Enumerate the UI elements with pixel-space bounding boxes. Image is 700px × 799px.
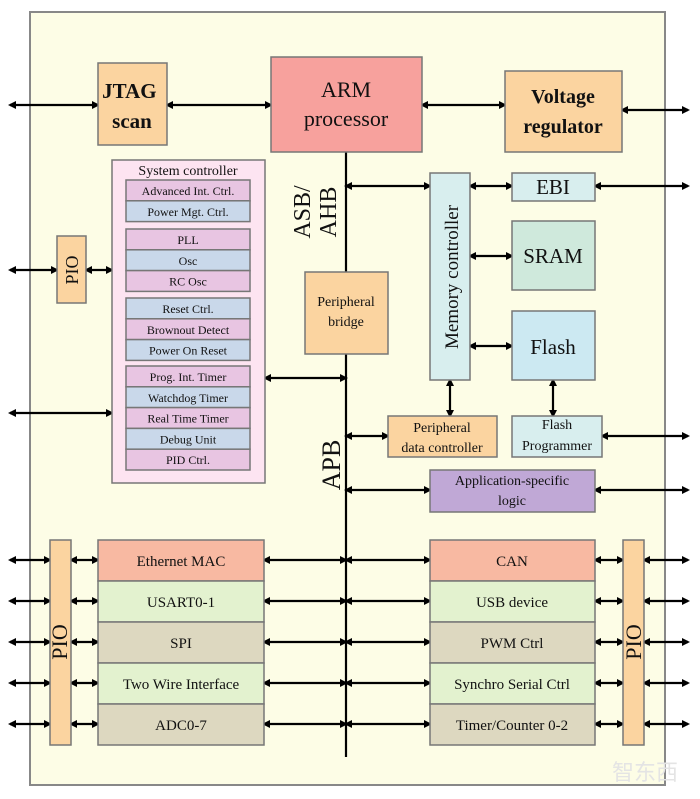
system-controller-item: Power On Reset [149, 344, 228, 358]
voltage-label-2: regulator [523, 116, 603, 138]
left-peripheral-box [97, 539, 265, 582]
left-peripheral-label: USART0-1 [147, 595, 215, 611]
system-controller-item: PLL [177, 233, 198, 247]
ebi-label: EBI [536, 175, 570, 199]
peripheral-bridge-box [304, 271, 389, 355]
right-peripheral-box [429, 621, 596, 664]
left-peripheral-label: Ethernet MAC [137, 554, 226, 570]
flash-programmer-box [511, 415, 603, 458]
system-controller-item: Reset Ctrl. [162, 302, 213, 316]
system-controller-item: Prog. Int. Timer [150, 370, 227, 384]
left-peripheral-label: Two Wire Interface [123, 677, 240, 693]
system-controller-item: Debug Unit [160, 432, 217, 446]
system-controller-item: RC Osc [169, 275, 207, 289]
asb-label: ASB/ [290, 185, 316, 239]
ahb-label: AHB [316, 187, 342, 238]
ebi-box [511, 172, 596, 202]
system-controller-item: Real Time Timer [147, 412, 228, 426]
memory-controller-box [429, 172, 471, 381]
right-peripheral-label: Synchro Serial Ctrl [454, 677, 570, 693]
pdc-label-2: data controller [401, 441, 483, 456]
right-peripheral-label: CAN [496, 554, 528, 570]
pio-right-box [622, 539, 645, 746]
peripheral-bridge-label-1: Peripheral [317, 295, 375, 310]
right-peripheral-box [429, 580, 596, 623]
jtag-box [97, 62, 168, 146]
system-controller-item: Osc [179, 254, 198, 268]
memory-controller-label: Memory controller [442, 204, 463, 349]
voltage-regulator-box [504, 70, 623, 153]
system-controller-item: PID Ctrl. [166, 453, 210, 467]
left-peripheral-label: ADC0-7 [155, 718, 207, 734]
system-controller-item-box [125, 200, 251, 223]
flash-box [511, 310, 596, 381]
right-peripheral-label: PWM Ctrl [481, 636, 544, 652]
flash-label: Flash [530, 335, 576, 359]
system-controller-item: Advanced Int. Ctrl. [142, 184, 235, 198]
app-logic-label-2: logic [498, 494, 526, 509]
right-peripheral-box [429, 703, 596, 746]
system-controller-item-box [125, 448, 251, 471]
right-peripheral-box [429, 539, 596, 582]
sram-label: SRAM [523, 244, 583, 268]
voltage-label-1: Voltage [531, 86, 595, 108]
pdc-box [387, 415, 498, 458]
arm-label-2: processor [304, 106, 389, 131]
left-peripheral-label: SPI [170, 636, 192, 652]
app-logic-box [429, 469, 596, 513]
system-controller-item: Brownout Detect [147, 323, 230, 337]
asb-ahb-label: ASB/AHB [290, 185, 342, 239]
right-peripheral-label: USB device [476, 595, 548, 611]
pio-left-label: PIO [47, 624, 72, 659]
watermark-logo: 智东西 [612, 761, 678, 786]
peripheral-bridge-label-2: bridge [328, 315, 364, 330]
flash-programmer-label-2: Programmer [522, 439, 592, 454]
left-peripheral-box [97, 621, 265, 664]
pio-small-box [56, 235, 87, 304]
right-peripheral-label: Timer/Counter 0-2 [456, 718, 568, 734]
system-controller-item-box [125, 338, 251, 362]
pio-left-box [49, 539, 72, 746]
app-logic-label-1: Application-specific [455, 474, 569, 489]
system-controller-item: Watchdog Timer [148, 391, 228, 405]
arm-box [270, 56, 423, 153]
flash-programmer-label-1: Flash [542, 418, 572, 433]
arm-label-1: ARM [321, 77, 371, 102]
left-peripheral-box [97, 580, 265, 623]
sram-box [511, 220, 596, 291]
pio-small-label: PIO [62, 255, 82, 284]
apb-label: APB [317, 440, 346, 491]
pio-right-label: PIO [621, 624, 646, 659]
system-controller-item: Power Mgt. Ctrl. [147, 205, 228, 219]
jtag-label: JTAG scan [102, 79, 162, 133]
pdc-label-1: Peripheral [413, 421, 471, 436]
system-controller-title: System controller [138, 164, 237, 179]
left-peripheral-box [97, 703, 265, 746]
right-peripheral-box [429, 662, 596, 705]
system-controller-item-box [125, 269, 251, 293]
